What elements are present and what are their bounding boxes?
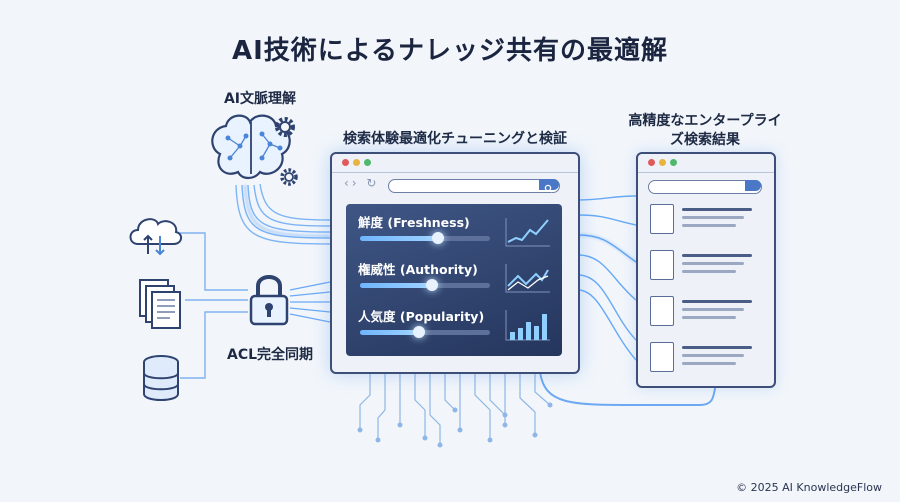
maximize-dot [670,159,677,166]
authority-label: 権威性 (Authority) [358,262,478,277]
brain-circuit-icon [211,114,291,180]
search-icon[interactable] [745,180,761,191]
documents-icon [139,279,181,329]
search-tuning-window: ‹› ↻ 鮮度 (Freshness) 権威性 (Authority) 人気度 … [330,152,580,374]
trend-line-icon [505,218,550,247]
popularity-slider-fill [360,330,419,335]
lock-icon [249,275,289,326]
nav-arrows-icon[interactable]: ‹› ↻ [344,176,380,190]
freshness-slider-fill [360,236,438,241]
ai-context-label: AI文脈理解 [223,91,297,107]
minimize-dot [353,159,360,166]
copyright-notice: © 2025 AI KnowledgeFlow [736,481,882,494]
gear-icon-small [280,168,298,186]
document-icon [650,250,674,280]
document-icon [650,296,674,326]
cloud-sync-icon [129,218,182,256]
minimize-dot [659,159,666,166]
popularity-slider[interactable] [360,326,490,338]
authority-slider[interactable] [360,279,490,291]
acl-label: ACL完全同期 [226,347,314,363]
database-icon [143,355,179,401]
close-dot [342,159,349,166]
result-item[interactable] [650,204,762,240]
results-search-input[interactable] [648,180,762,194]
authority-slider-handle[interactable] [425,279,438,291]
ranking-tuning-panel: 鮮度 (Freshness) 権威性 (Authority) 人気度 (Popu… [346,204,562,356]
search-tuning-label: 検索体験最適化チューニングと検証 [343,131,567,147]
page-title: AI技術によるナレッジ共有の最適解 [231,36,669,66]
result-item[interactable] [650,250,762,286]
document-icon [650,342,674,372]
trend-zigzag-icon [505,264,550,293]
result-item[interactable] [650,342,762,378]
results-titlebar [638,154,774,173]
maximize-dot [364,159,371,166]
freshness-slider-handle[interactable] [432,232,444,244]
freshness-label: 鮮度 (Freshness) [358,215,470,230]
search-input[interactable] [388,179,560,193]
window-titlebar [332,154,578,173]
popularity-slider-handle[interactable] [412,326,425,338]
search-icon[interactable] [539,179,559,193]
results-label-line1: 高精度なエンタープライ [628,113,782,129]
close-dot [648,159,655,166]
results-label-line2: ズ検索結果 [670,132,740,148]
result-item[interactable] [650,296,762,332]
gear-icon [275,117,295,137]
document-icon [650,204,674,234]
search-results-window [636,152,776,388]
bar-chart-icon [505,310,550,341]
authority-slider-fill [360,283,432,288]
freshness-slider[interactable] [360,232,490,244]
results-label: 高精度なエンタープライ ズ検索結果 [600,112,810,150]
popularity-label: 人気度 (Popularity) [358,309,485,324]
